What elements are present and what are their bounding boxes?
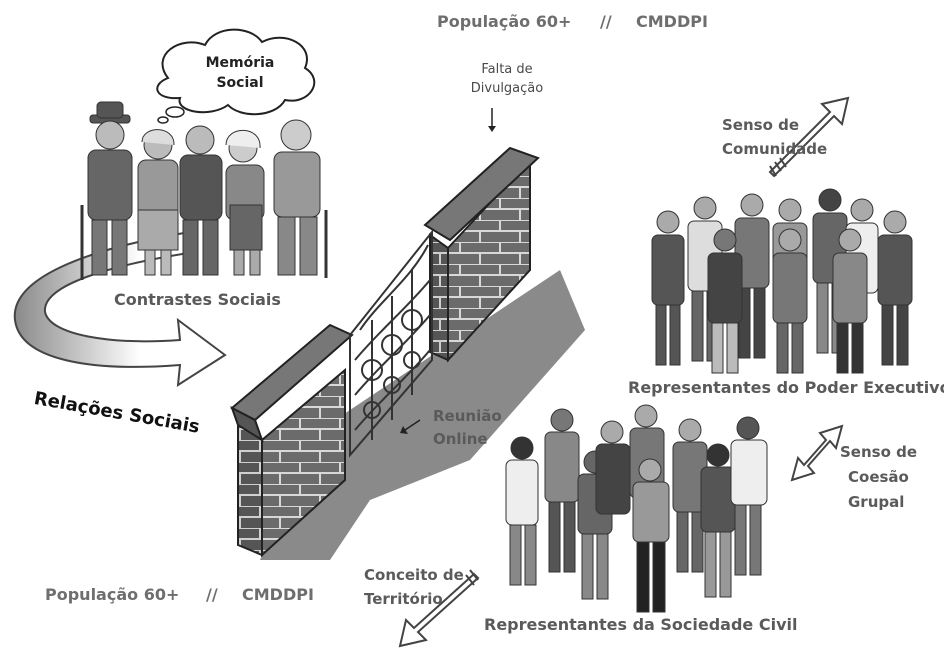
civil-society-group-icon [505,404,768,613]
coesao-line2: Coesão [848,468,909,486]
falta-arrow-icon [488,108,496,132]
thought-cloud-icon [156,28,316,124]
coesao-line3: Grupal [848,493,905,511]
executive-group-icon [651,188,913,374]
wall-shadow [260,270,585,560]
reuniao-line2: Online [433,430,488,448]
reuniao-line1: Reunião [433,407,502,425]
relations-arrow-icon [13,230,227,387]
header-separator: // [600,12,612,31]
header-org: CMDDPI [636,12,708,31]
conceito-line1: Conceito de [364,566,464,584]
footer-org: CMDDPI [242,585,314,604]
territory-arrow-icon [398,569,480,648]
conceito-line2: Território [364,590,443,608]
footer-population: População 60+ [45,585,180,604]
community-arrow-icon [768,96,850,178]
senso-comunidade-line2: Comunidade [722,140,828,158]
footer-separator: // [206,585,218,604]
falta-line2: Divulgação [470,81,544,96]
coesao-line1: Senso de [840,443,918,461]
poder-executivo-label: Representantes do Poder Executivo [628,378,944,397]
cohesion-arrow-icon [790,424,844,482]
contrastes-sociais-label: Contrastes Sociais [114,290,281,309]
elderly-group-icon [80,101,328,280]
falta-line1: Falta de [481,62,533,77]
senso-comunidade-line1: Senso de [722,116,800,134]
cloud-line1: Memória [205,55,275,71]
header-population: População 60+ [437,12,572,31]
brick-wall-gate-icon [230,146,540,558]
cloud-line2: Social [216,75,264,91]
sociedade-civil-label: Representantes da Sociedade Civil [484,615,798,634]
reuniao-arrow-icon [400,419,421,434]
